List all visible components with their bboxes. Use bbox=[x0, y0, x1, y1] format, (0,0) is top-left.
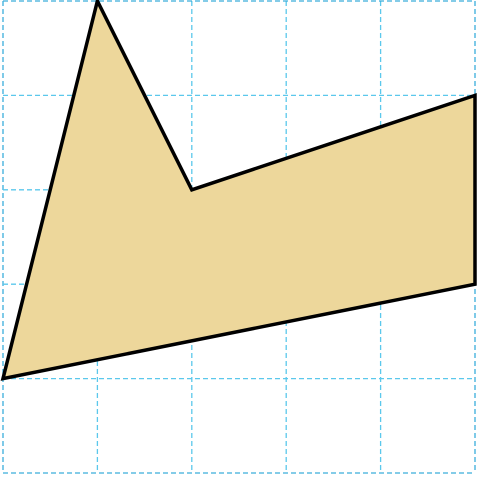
shaded-polygon bbox=[0, 0, 477, 381]
